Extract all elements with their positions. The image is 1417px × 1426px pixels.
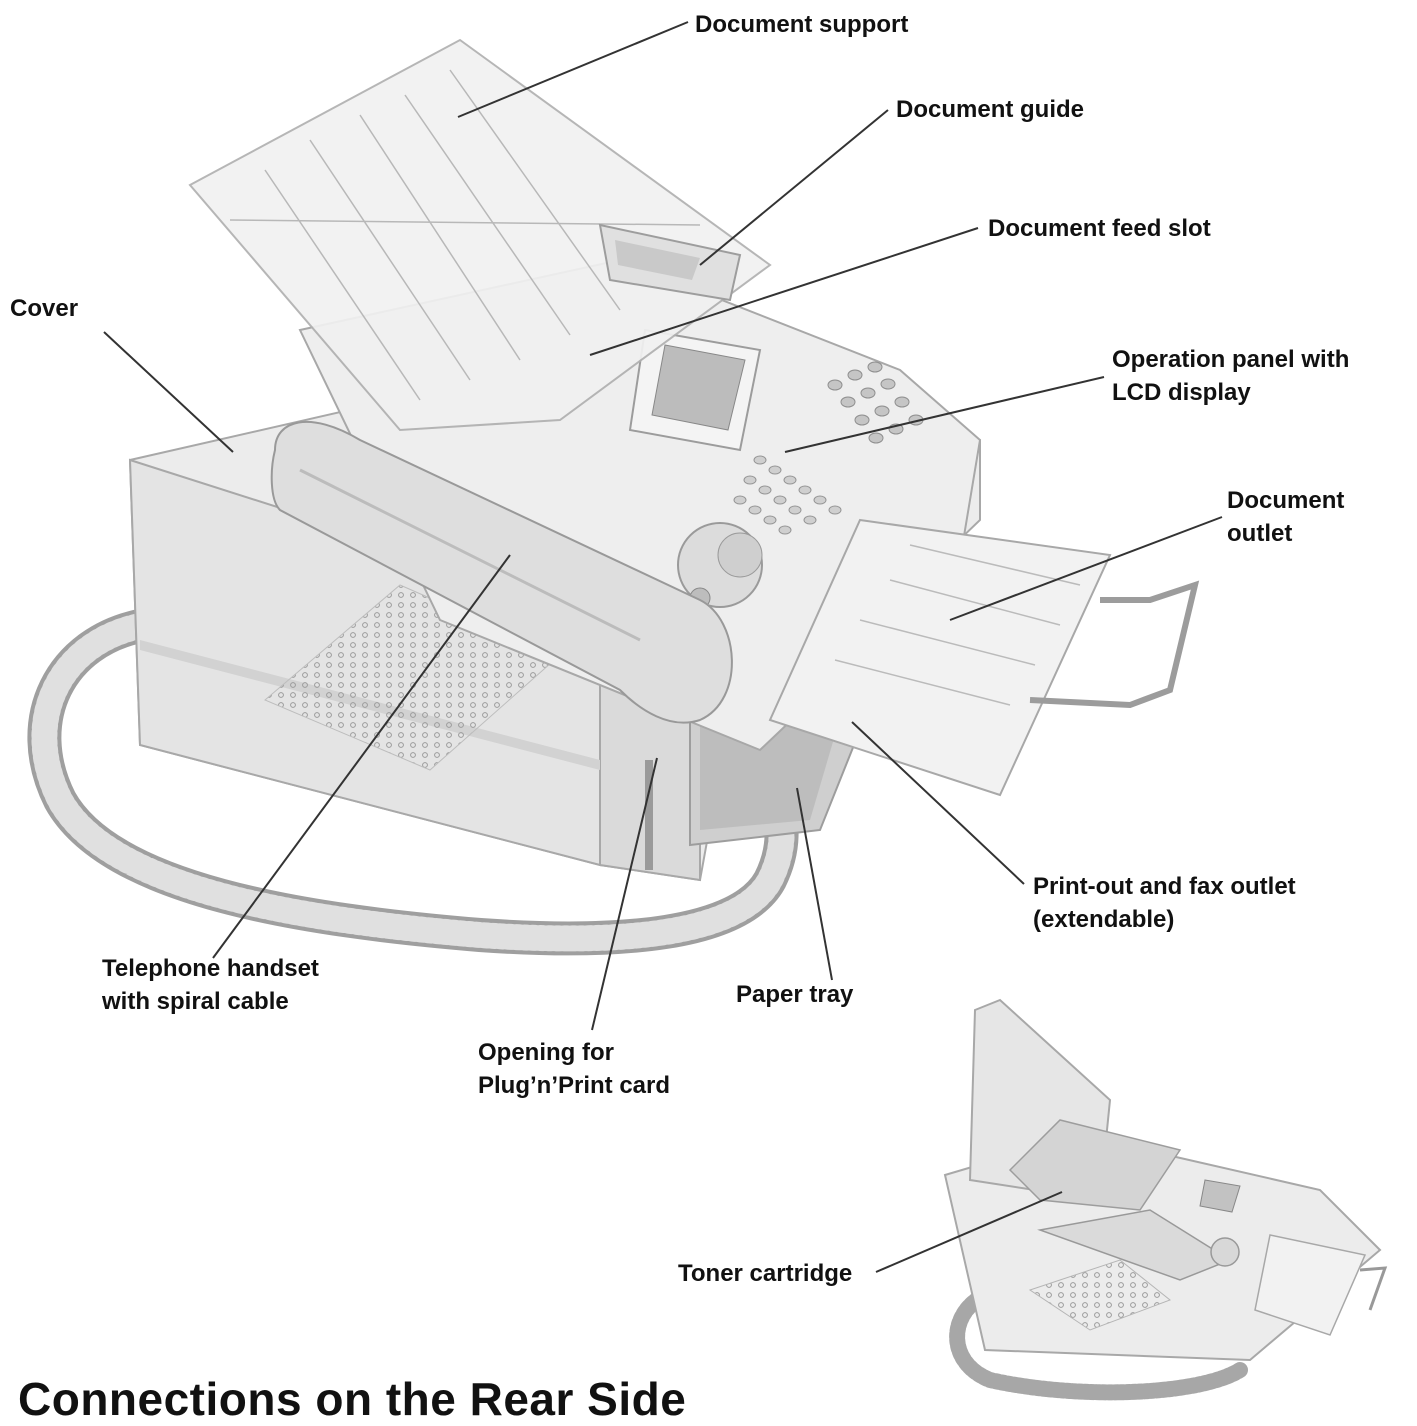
leader-operation-panel — [784, 376, 1105, 453]
label-document-outlet: Document outlet — [1227, 484, 1344, 550]
leader-telephone-handset — [212, 554, 511, 959]
leader-cover — [103, 331, 234, 453]
inset-fax-illustration — [943, 998, 1388, 1401]
leader-paper-tray — [796, 787, 833, 981]
label-toner-cartridge: Toner cartridge — [678, 1260, 853, 1287]
document-support-tray — [188, 38, 772, 432]
label-document-feed-slot: Document feed slot — [988, 215, 1211, 242]
label-operation-panel-line2: LCD display — [1112, 379, 1251, 406]
label-operation-panel-line1: Operation panel with — [1112, 346, 1350, 373]
leader-opening — [591, 757, 658, 1031]
label-paper-tray: Paper tray — [736, 981, 854, 1008]
label-opening-line2: Plug’n’Print card — [478, 1072, 671, 1099]
leader-print-out — [851, 721, 1025, 885]
leader-document-guide — [699, 109, 889, 266]
label-document-outlet-line2: outlet — [1227, 520, 1293, 547]
label-print-out-line2: (extendable) — [1033, 906, 1175, 933]
label-document-outlet-line1: Document — [1227, 487, 1345, 514]
leader-document-feed-slot — [589, 227, 979, 356]
leader-toner-cartridge — [875, 1191, 1063, 1273]
section-heading: Connections on the Rear Side — [18, 1373, 687, 1425]
leader-lines — [103, 21, 1223, 1273]
telephone-handset — [270, 420, 733, 724]
label-telephone-handset-line2: with spiral cable — [102, 988, 289, 1015]
label-cover: Cover — [10, 295, 79, 322]
label-telephone-handset-line1: Telephone handset — [102, 955, 319, 982]
document-outlet-tray — [768, 518, 1200, 797]
label-opening-line1: Opening for — [478, 1039, 614, 1066]
leader-document-outlet — [949, 516, 1223, 621]
label-document-support: Document support — [695, 11, 909, 38]
label-document-guide: Document guide — [896, 96, 1085, 123]
label-operation-panel: Operation panel with LCD display — [1112, 343, 1349, 409]
label-opening: Opening for Plug’n’Print card — [478, 1036, 670, 1102]
leader-document-support — [457, 21, 689, 118]
label-print-out: Print-out and fax outlet (extendable) — [1033, 870, 1296, 936]
label-telephone-handset: Telephone handset with spiral cable — [102, 952, 319, 1018]
label-print-out-line1: Print-out and fax outlet — [1033, 873, 1296, 900]
